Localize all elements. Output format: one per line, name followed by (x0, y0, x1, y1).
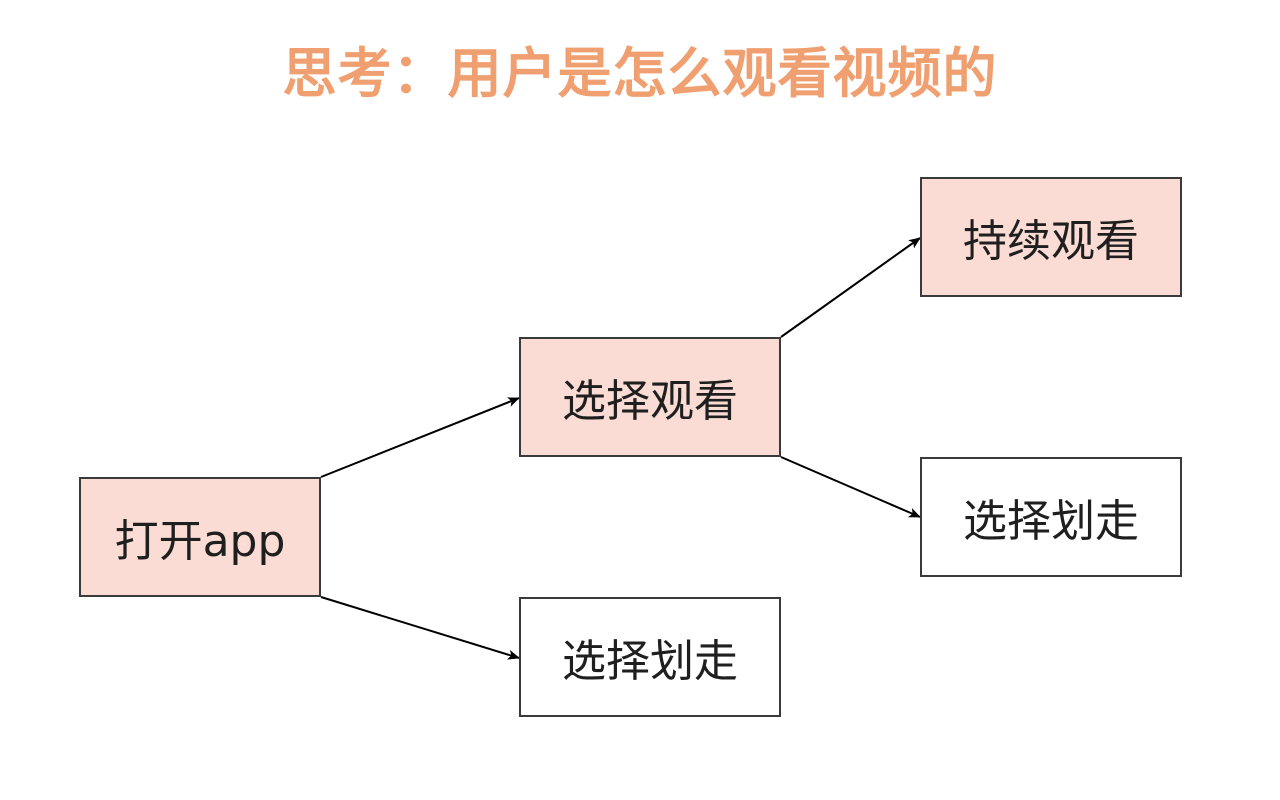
arrow-open-to-swipe (320, 596, 520, 660)
arrow-open-to-watch (320, 397, 520, 478)
node-keep-watching-label: 持续观看 (963, 216, 1139, 267)
node-choose-watch: 选择观看 (519, 337, 781, 457)
arrow-watch-to-swipe (780, 456, 921, 518)
node-choose-swipe-1-label: 选择划走 (562, 636, 738, 687)
node-choose-watch-label: 选择观看 (562, 376, 738, 427)
node-choose-swipe-2: 选择划走 (920, 457, 1182, 577)
diagram-title: 思考：用户是怎么观看视频的 (282, 42, 998, 105)
node-choose-swipe-1: 选择划走 (519, 597, 781, 717)
node-open-app-label: 打开app (114, 516, 286, 567)
node-open-app: 打开app (79, 477, 321, 597)
node-choose-swipe-2-label: 选择划走 (963, 496, 1139, 547)
arrow-watch-to-keep (780, 237, 921, 338)
node-keep-watching: 持续观看 (920, 177, 1182, 297)
